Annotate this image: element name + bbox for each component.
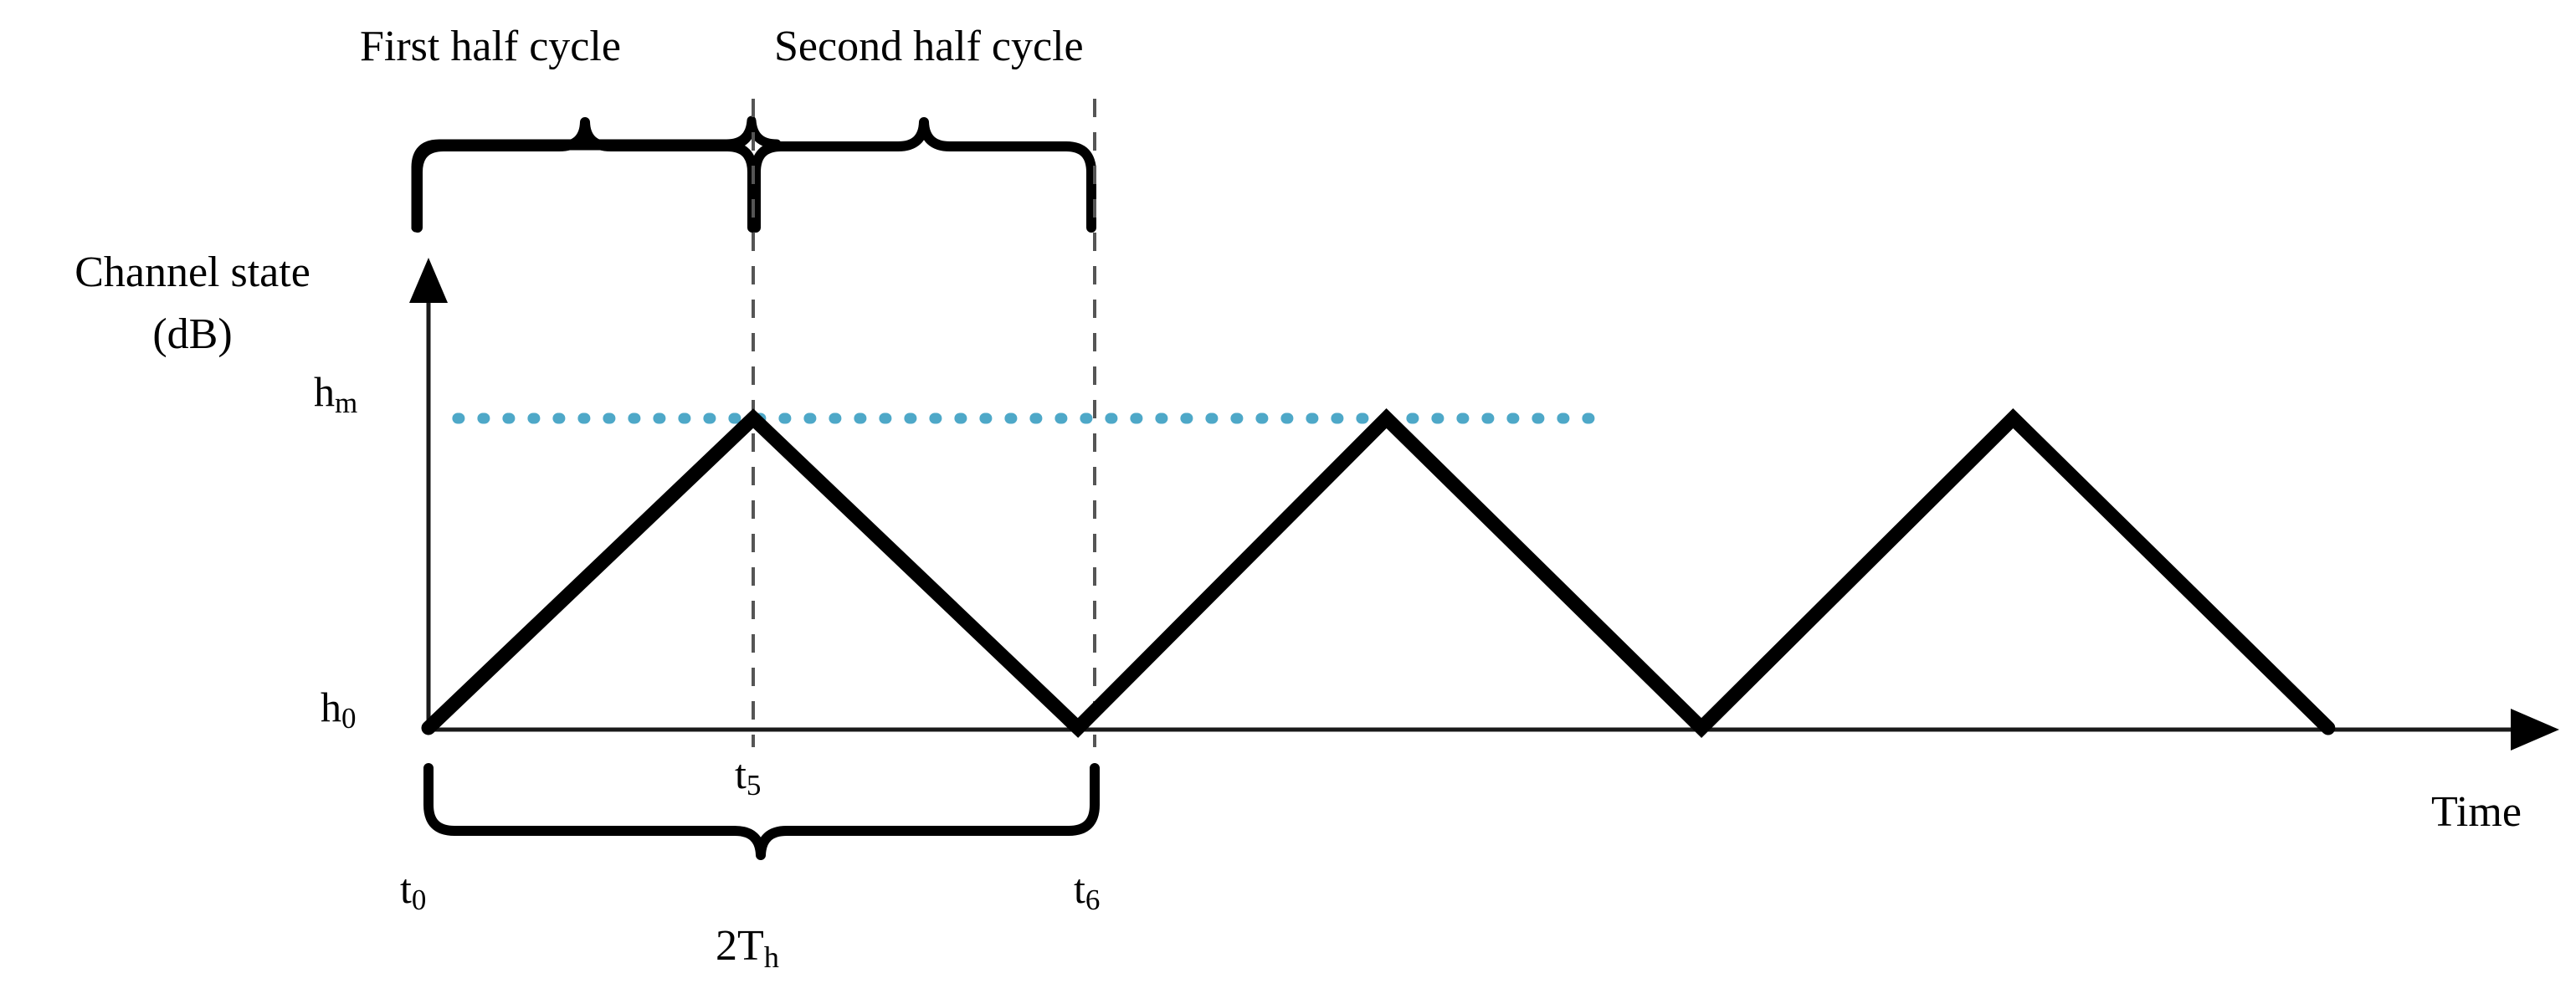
label-second-half-cycle-text: Second half cycle bbox=[774, 23, 1084, 70]
label-second-half-cycle: Second half cycle bbox=[774, 25, 1084, 69]
x-tick-label-t5: t5 bbox=[735, 751, 761, 800]
y-tick-h0-main: h bbox=[321, 684, 341, 730]
y-axis-title-line2: (dB) bbox=[152, 310, 233, 358]
x-axis-title-text: Time bbox=[2431, 788, 2522, 836]
y-tick-h0-sub: 0 bbox=[341, 702, 357, 735]
brace-first-cycle bbox=[413, 117, 757, 233]
y-tick-label-hm: hm bbox=[314, 368, 357, 418]
label-period-main: 2T bbox=[716, 922, 764, 970]
y-axis-arrow-icon bbox=[409, 258, 448, 303]
x-axis-title: Time bbox=[2431, 791, 2522, 834]
y-axis-title: Channel state (dB) bbox=[17, 251, 368, 356]
label-period-2th: 2Th bbox=[716, 922, 779, 972]
x-tick-label-t0: t0 bbox=[400, 865, 426, 914]
waveform-channel-state bbox=[421, 408, 2336, 738]
y-tick-hm-main: h bbox=[314, 368, 335, 415]
brace-second-cycle bbox=[751, 117, 1096, 233]
label-period-sub: h bbox=[763, 940, 779, 974]
y-axis-title-line1: Channel state bbox=[74, 248, 310, 296]
x-tick-label-t6: t6 bbox=[1074, 865, 1100, 914]
x-tick-t5-main: t bbox=[735, 751, 747, 797]
brace-period-2th bbox=[423, 763, 1100, 860]
x-tick-t0-main: t bbox=[400, 865, 412, 912]
x-tick-t6-main: t bbox=[1074, 865, 1085, 912]
y-tick-label-h0: h0 bbox=[321, 684, 357, 733]
label-first-half-cycle: First half cycle bbox=[360, 25, 621, 69]
y-tick-hm-sub: m bbox=[335, 387, 358, 420]
x-axis-arrow-icon bbox=[2511, 709, 2559, 751]
x-tick-t0-sub: 0 bbox=[411, 884, 427, 917]
x-tick-t5-sub: 5 bbox=[746, 769, 762, 802]
x-tick-t6-sub: 6 bbox=[1085, 884, 1101, 917]
label-first-half-cycle-text: First half cycle bbox=[360, 23, 621, 70]
